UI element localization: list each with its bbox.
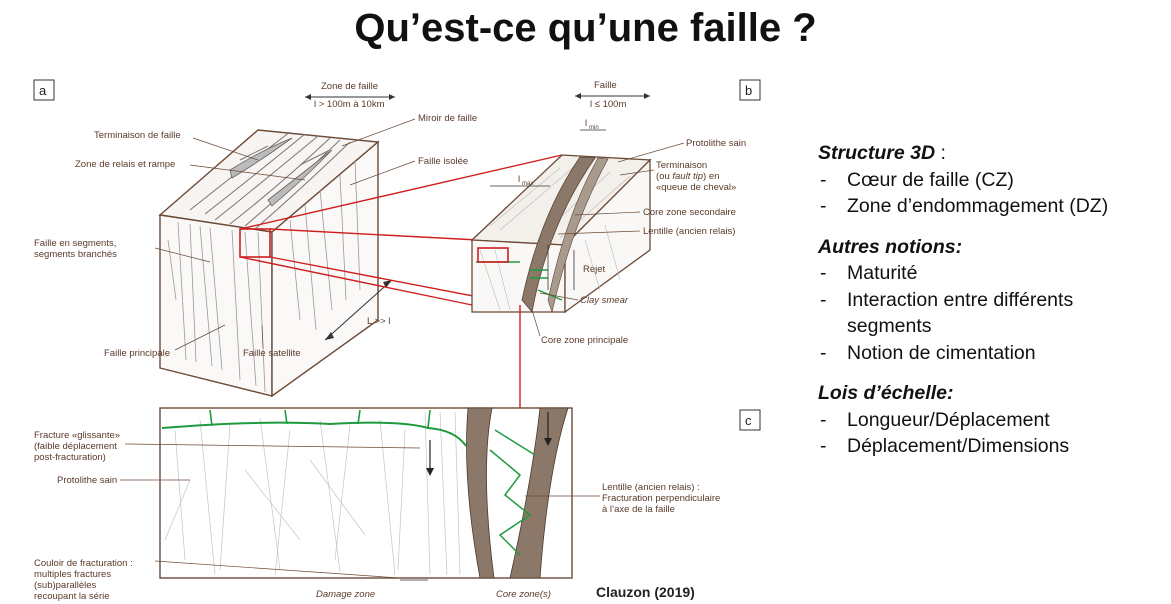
label-terminaison-2: (ou fault tip) en	[656, 171, 719, 182]
label-lmax: l	[518, 174, 520, 185]
label-lentille-c-2: Fracturation perpendiculaire	[602, 493, 720, 504]
faille-label: Faille	[594, 80, 617, 91]
section-structure-3d: Structure 3D :	[818, 140, 1163, 167]
label-lentille-c-3: à l’axe de la faille	[602, 504, 675, 515]
label-lentille-c-1: Lentille (ancien relais) :	[602, 482, 700, 493]
label-glissante-2: (faible déplacement	[34, 441, 117, 452]
label-rejet: Rejet	[583, 264, 606, 275]
lois-echelle-list: Longueur/Déplacement Déplacement/Dimensi…	[818, 407, 1163, 460]
label-couloir-4: recoupant la série	[34, 591, 110, 602]
label-lentille-b: Lentille (ancien relais)	[643, 226, 735, 237]
structure-3d-list: Cœur de faille (CZ) Zone d’endommagement…	[818, 167, 1163, 220]
label-damage-zone: Damage zone	[316, 589, 375, 600]
list-item: Notion de cimentation	[818, 340, 1163, 367]
label-couloir-3: (sub)parallèles	[34, 580, 97, 591]
list-item: Maturité	[818, 260, 1163, 287]
label-terminaison: Terminaison de faille	[94, 130, 181, 141]
label-clay-smear: Clay smear	[580, 295, 629, 306]
label-principale: Faille principale	[104, 348, 170, 359]
label-relais: Zone de relais et rampe	[75, 159, 175, 170]
structure-3d-colon: :	[935, 142, 946, 164]
panel-b-block: b Rejet Faille l ≤ 100m	[470, 79, 761, 346]
label-isolee: Faille isolée	[418, 156, 468, 167]
list-item: Zone d’endommagement (DZ)	[818, 193, 1163, 220]
panel-b-tag: b	[745, 83, 752, 98]
panel-a-scale-label: l > 100m à 10km	[314, 99, 385, 110]
autres-notions-heading: Autres notions:	[818, 235, 963, 258]
panel-a-tag: a	[39, 83, 47, 98]
label-lmax-sub: max	[522, 181, 533, 187]
label-terminaison-3: «queue de cheval»	[656, 182, 736, 193]
panel-b-scale-label: l ≤ 100m	[590, 99, 626, 110]
label-glissante-3: post-fracturation)	[34, 452, 106, 463]
label-miroir: Miroir de faille	[418, 113, 477, 124]
label-segments-1: Faille en segments,	[34, 238, 116, 249]
list-item: Cœur de faille (CZ)	[818, 167, 1163, 194]
label-core-principale: Core zone principale	[541, 335, 628, 346]
label-core-zones: Core zone(s)	[496, 589, 551, 600]
label-protolithe-b: Protolithe sain	[686, 138, 746, 149]
label-couloir-1: Couloir de fracturation :	[34, 558, 133, 569]
label-terminaison-1: Terminaison	[656, 160, 707, 171]
panel-a-block: a	[33, 79, 477, 398]
autres-notions-list: Maturité Interaction entre différents se…	[818, 260, 1163, 366]
label-lmin: l	[585, 118, 587, 129]
list-item: Longueur/Déplacement	[818, 407, 1163, 434]
lois-echelle-heading: Lois d’échelle:	[818, 382, 954, 404]
structure-3d-heading: Structure 3D	[818, 142, 936, 164]
label-lmin-sub: min	[589, 125, 599, 131]
list-item: Déplacement/Dimensions	[818, 433, 1163, 460]
notes-panel: Structure 3D : Cœur de faille (CZ) Zone …	[818, 140, 1163, 474]
label-protolithe-c: Protolithe sain	[57, 475, 117, 486]
label-core-secondaire: Core zone secondaire	[643, 207, 736, 218]
list-item: Interaction entre différents segments	[818, 287, 1163, 340]
label-couloir-2: multiples fractures	[34, 569, 111, 580]
panel-c-tag: c	[745, 413, 752, 428]
figure-credit: Clauzon (2019)	[596, 584, 695, 600]
label-satellite: Faille satellite	[243, 348, 301, 359]
label-glissante-1: Fracture «glissante»	[34, 430, 120, 441]
panel-c-section: c	[34, 407, 761, 602]
zone-de-faille-label: Zone de faille	[321, 81, 378, 92]
slide-title: Qu’est-ce qu’une faille ?	[354, 6, 817, 50]
panel-a-length-label: L >> l	[367, 316, 390, 327]
label-segments-2: segments branchés	[34, 249, 117, 260]
fault-diagram: a	[33, 79, 761, 602]
